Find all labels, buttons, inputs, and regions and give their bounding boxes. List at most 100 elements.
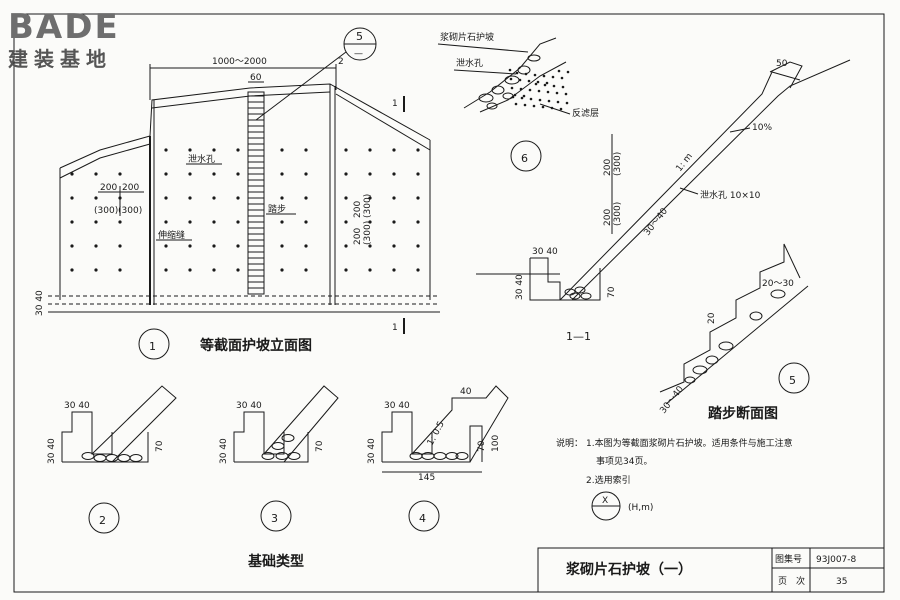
filter-dot bbox=[534, 82, 538, 86]
detail6-slope-back bbox=[479, 61, 567, 113]
section-foundation bbox=[530, 257, 601, 301]
drain-hole-dot bbox=[304, 268, 308, 272]
atlas-value: 93J007-8 bbox=[816, 555, 857, 565]
leader-line bbox=[453, 69, 517, 75]
foundation-stone bbox=[261, 452, 275, 460]
foundations-caption: 基础类型 bbox=[248, 553, 304, 570]
foundation-3: 30 40 30 40 70 3 bbox=[219, 385, 339, 532]
index-circle-4 bbox=[408, 500, 440, 532]
foundation-2-top-dim: 30 40 bbox=[64, 401, 90, 411]
filter-dot bbox=[519, 87, 523, 91]
vert-dim-300a: (300) bbox=[363, 221, 373, 245]
section-stones bbox=[564, 286, 592, 300]
foundation-3-base bbox=[234, 432, 309, 463]
filter-dot bbox=[542, 74, 546, 78]
filter-dot bbox=[537, 89, 541, 93]
section-drain-hole: 泄水孔 10×10 bbox=[700, 189, 761, 201]
filter-dot bbox=[509, 77, 513, 81]
drain-hole-dot bbox=[164, 148, 168, 152]
section-base-h: 70 bbox=[607, 286, 617, 298]
foundation-4-slab bbox=[411, 385, 509, 463]
foundation-3-slab bbox=[263, 385, 339, 463]
notes-line-1: 1.本图为等截面浆砌片石护坡。适用条件与施工注意 bbox=[586, 437, 793, 449]
foundation-4-base bbox=[382, 425, 483, 463]
drain-hole-dot bbox=[344, 220, 348, 224]
foundation-3-top-dim: 30 40 bbox=[236, 401, 262, 411]
drain-hole-dot bbox=[416, 244, 420, 248]
page-value: 35 bbox=[836, 577, 847, 587]
drain-hole-dot bbox=[188, 148, 192, 152]
index-number-3: 3 bbox=[271, 512, 278, 525]
drain-hole-dot bbox=[118, 172, 122, 176]
detail5-slope-base bbox=[665, 285, 809, 405]
filter-dot bbox=[556, 100, 560, 104]
step-stone bbox=[770, 289, 786, 299]
step-stone bbox=[705, 355, 719, 365]
drain-hole-dot bbox=[118, 268, 122, 272]
drain-hole-dot bbox=[236, 268, 240, 272]
drain-hole-dot bbox=[236, 196, 240, 200]
foundation-types: 30 40 30 40 70 2 30 40 30 40 70 3 30 40 … bbox=[47, 385, 509, 570]
grid-dim-300a: (300) bbox=[94, 206, 118, 216]
grid-dim-300b: (300) bbox=[118, 206, 142, 216]
drain-hole-dot bbox=[94, 244, 98, 248]
detail6-stones bbox=[478, 54, 541, 110]
filter-dot bbox=[559, 107, 563, 111]
steps-label: 踏步 bbox=[268, 203, 286, 215]
drain-hole-dot bbox=[212, 244, 216, 248]
detail-6: 浆砌片石护坡 泄水孔 反滤层 6 bbox=[437, 31, 599, 172]
drain-hole-dot bbox=[212, 196, 216, 200]
filter-dot bbox=[523, 103, 527, 107]
drain-hole-dot bbox=[304, 148, 308, 152]
index-number-5: 5 bbox=[789, 374, 796, 387]
drain-hole-dot bbox=[304, 196, 308, 200]
foundation-stone bbox=[580, 292, 592, 300]
detail6-masonry-label: 浆砌片石护坡 bbox=[440, 31, 494, 43]
drain-hole-dot bbox=[392, 268, 396, 272]
index-symbol-letter: X bbox=[602, 496, 608, 506]
filter-dot bbox=[541, 105, 545, 109]
detail5-stones bbox=[684, 289, 786, 384]
step-stone bbox=[749, 311, 763, 321]
filter-dot bbox=[546, 90, 550, 94]
index-circle-5 bbox=[778, 362, 810, 394]
filter-dot bbox=[557, 69, 561, 73]
index-circle-6 bbox=[510, 140, 542, 172]
foundation-4-h2-dim: 100 bbox=[491, 435, 501, 452]
masonry-stone bbox=[486, 102, 498, 110]
section-slope-bottom bbox=[571, 59, 851, 301]
foundation-stone bbox=[93, 454, 107, 462]
callout-sheet: — bbox=[354, 49, 363, 59]
index-symbol-params: (H,m) bbox=[628, 503, 653, 513]
foundation-4-ratio: 1: 0.5 bbox=[426, 420, 447, 448]
grid-dim-200a: 200 bbox=[100, 183, 117, 193]
foundation-stone bbox=[433, 452, 447, 460]
drain-hole-dot bbox=[416, 172, 420, 176]
drain-hole-dot bbox=[164, 220, 168, 224]
drain-hole-dot bbox=[344, 244, 348, 248]
elevation-view: 1000～2000 2 60 5 — 200 200 (300) (300) 2… bbox=[35, 27, 440, 360]
page-label: 页 次 bbox=[778, 575, 805, 587]
drain-hole-dot bbox=[212, 268, 216, 272]
drain-hole-dot bbox=[94, 172, 98, 176]
filter-dot bbox=[566, 70, 570, 74]
filter-dot bbox=[533, 73, 537, 77]
section-slope-top bbox=[559, 71, 801, 301]
drain-hole-dot bbox=[280, 148, 284, 152]
foundation-2-h-dim: 70 bbox=[155, 440, 165, 452]
filter-dot bbox=[515, 71, 519, 75]
drain-hole-dot bbox=[392, 196, 396, 200]
filter-dot bbox=[518, 78, 522, 82]
drain-hole-dot bbox=[304, 244, 308, 248]
drain-hole-dot bbox=[392, 148, 396, 152]
coping-line-left bbox=[59, 143, 151, 179]
masonry-stone bbox=[517, 65, 531, 75]
filter-dot bbox=[538, 98, 542, 102]
title-block: 浆砌片石护坡（一） 图集号 93J007-8 页 次 35 bbox=[537, 547, 885, 593]
section-foundation-left bbox=[529, 258, 560, 301]
drain-hole-dot bbox=[118, 244, 122, 248]
drain-hole-dot bbox=[368, 244, 372, 248]
drain-hole-dot bbox=[344, 148, 348, 152]
foundation-stone bbox=[275, 452, 289, 460]
drain-hole-dot bbox=[344, 196, 348, 200]
